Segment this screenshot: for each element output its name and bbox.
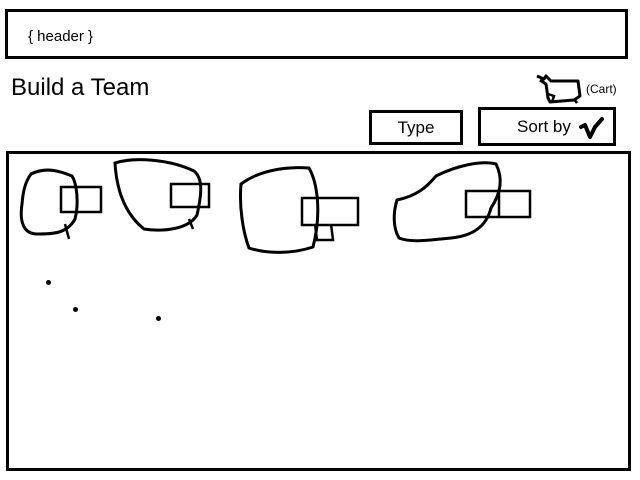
checkmark-icon xyxy=(579,117,604,139)
loading-dot xyxy=(156,316,161,321)
team-member-sketch-icon xyxy=(19,168,103,240)
cart-icon xyxy=(536,74,582,104)
team-member-sketch-icon xyxy=(113,158,211,232)
cart-button[interactable]: (Cart) xyxy=(534,72,617,106)
loading-dot xyxy=(73,307,78,312)
team-item-1[interactable] xyxy=(17,164,107,240)
header-placeholder: { header } xyxy=(5,9,628,59)
team-items-panel xyxy=(6,151,631,471)
sort-by-label: Sort by xyxy=(517,116,571,136)
sort-by-button[interactable]: Sort by xyxy=(478,107,616,146)
team-member-sketch-icon xyxy=(239,166,360,254)
loading-dot xyxy=(46,280,51,285)
team-item-2[interactable] xyxy=(109,157,219,237)
type-filter-button[interactable]: Type xyxy=(369,110,463,145)
header-placeholder-text: { header } xyxy=(28,28,94,45)
cart-label: (Cart) xyxy=(586,82,617,96)
page-title: Build a Team xyxy=(11,74,150,101)
team-member-sketch-icon xyxy=(392,161,532,243)
team-item-3[interactable] xyxy=(237,162,367,254)
team-item-4[interactable] xyxy=(391,158,532,246)
